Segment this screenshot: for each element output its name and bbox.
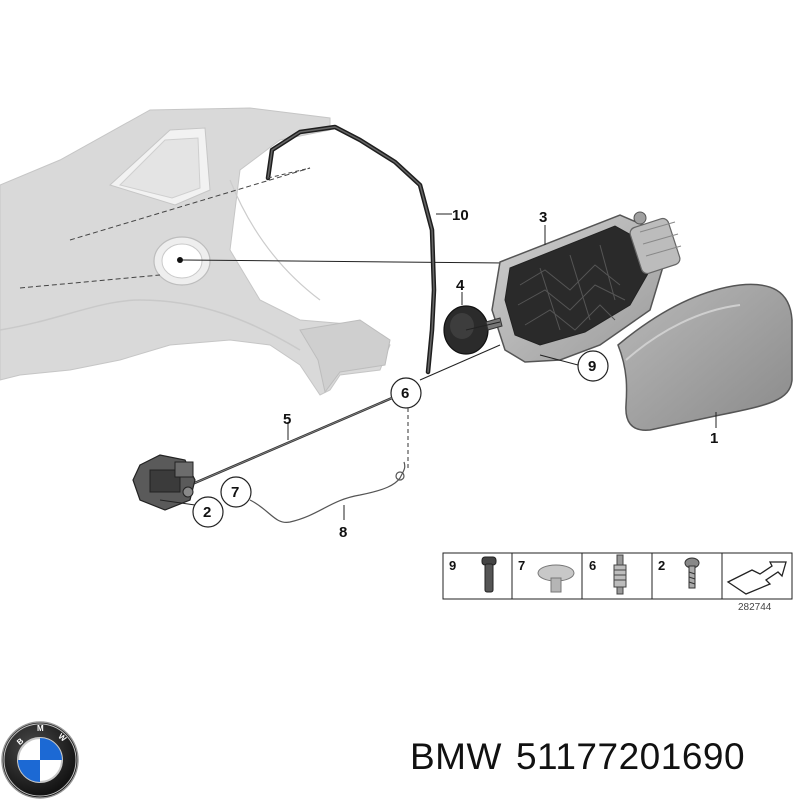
callout-9: 9 [588, 358, 596, 375]
front-direction-arrow-icon [726, 561, 787, 595]
svg-text:M: M [37, 724, 44, 733]
legend-number-2: 2 [658, 558, 665, 573]
part-caption: BMW 51177201690 [410, 736, 745, 778]
callout-6-circle: 6 [390, 344, 501, 470]
callout-6: 6 [401, 385, 409, 402]
part-4-cap: 4 [443, 277, 503, 355]
fastener-legend: 9 7 6 2 282744 [442, 552, 793, 613]
brand-name: BMW [410, 736, 502, 777]
legend-number-9: 9 [449, 558, 456, 573]
leader-line-housing [182, 259, 506, 264]
callout-5: 5 [283, 411, 291, 428]
callout-2-circle [192, 496, 224, 528]
spreader-nut-icon [613, 554, 627, 595]
part-5-actuator-rod: 5 [189, 396, 393, 487]
svg-text:W: W [56, 732, 68, 744]
reference-number: 282744 [738, 602, 772, 613]
callout-4: 4 [456, 277, 465, 294]
part-8-emergency-release-cable: 8 [249, 461, 406, 541]
callout-10: 10 [452, 207, 469, 224]
part-1-fuel-filler-flap: 1 [617, 283, 793, 447]
callout-9-circle: 9 [539, 350, 609, 382]
part-number: 51177201690 [515, 736, 746, 777]
bolt-icon [481, 556, 497, 593]
callout-2: 2 [203, 504, 211, 521]
legend-number-6: 6 [589, 558, 596, 573]
part-3-fuel-filler-housing: 3 [491, 209, 682, 363]
rear-side-panel [0, 107, 391, 396]
callout-8: 8 [339, 524, 347, 541]
callout-7: 7 [231, 484, 239, 501]
expanding-rivet-icon [537, 564, 575, 593]
bmw-roundel-icon: B M W [1, 721, 79, 799]
svg-text:B: B [15, 736, 25, 747]
legend-number-7: 7 [518, 558, 525, 573]
part-10-drain-hose: 10 [265, 124, 469, 375]
callout-1: 1 [710, 430, 718, 447]
callout-7-circle: 7 [220, 476, 252, 508]
screw-icon [684, 557, 700, 589]
callout-3: 3 [539, 209, 547, 226]
part-2-actuator: 2 [132, 454, 224, 528]
